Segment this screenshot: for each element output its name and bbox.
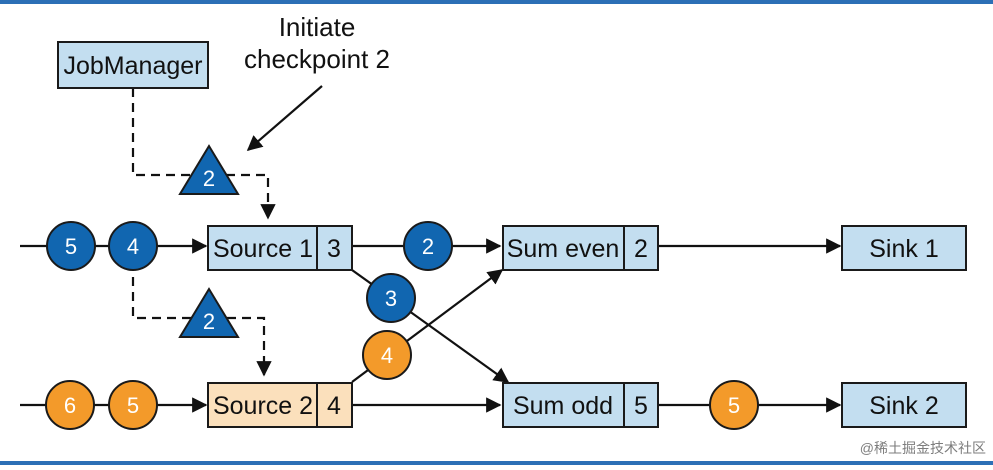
checkpoint-barrier-top: 2 bbox=[178, 144, 240, 195]
record-sum-odd-to-sink2: 5 bbox=[709, 380, 759, 430]
record-s2-to-sum-even: 4 bbox=[362, 330, 412, 380]
source2-node: Source 2 4 bbox=[207, 382, 353, 428]
sink1-label: Sink 1 bbox=[869, 235, 938, 263]
bottom-accent-bar bbox=[0, 461, 993, 465]
sink2-label: Sink 2 bbox=[869, 392, 938, 420]
source2-state: 4 bbox=[327, 392, 341, 420]
record-input2-b-value: 5 bbox=[127, 393, 139, 418]
sink1-node: Sink 1 bbox=[841, 225, 967, 271]
barrier-triangle-icon bbox=[178, 144, 240, 195]
sum-even-node: Sum even 2 bbox=[502, 225, 659, 271]
record-s2-to-sum-even-value: 4 bbox=[381, 343, 393, 368]
sum-odd-node: Sum odd 5 bbox=[502, 382, 659, 428]
record-input1-a-value: 5 bbox=[65, 234, 77, 259]
record-sum-odd-to-sink2-value: 5 bbox=[728, 393, 740, 418]
barrier-triangle-icon bbox=[178, 287, 240, 338]
source2-label: Source 2 bbox=[213, 392, 313, 420]
sum-even-label: Sum even bbox=[507, 235, 620, 263]
source2-rect bbox=[207, 382, 353, 428]
top-accent-bar bbox=[0, 0, 993, 4]
watermark-label: @稀土掘金技术社区 bbox=[860, 440, 986, 456]
record-input1-b-value: 4 bbox=[127, 234, 139, 259]
annotation-arrow bbox=[246, 85, 323, 152]
barrier-top-label: 2 bbox=[203, 166, 215, 191]
sum-odd-label: Sum odd bbox=[513, 392, 613, 420]
source1-node: Source 1 3 bbox=[207, 225, 353, 271]
job-manager-rect bbox=[57, 41, 209, 89]
barrier-bottom-label: 2 bbox=[203, 309, 215, 334]
job-manager-label: JobManager bbox=[64, 52, 203, 80]
sink1-rect bbox=[841, 225, 967, 271]
record-to-sum-even: 2 bbox=[403, 221, 453, 271]
sink2-rect bbox=[841, 382, 967, 428]
record-s1-to-sum-odd: 3 bbox=[366, 273, 416, 323]
record-to-sum-even-value: 2 bbox=[422, 234, 434, 259]
record-input2-b: 5 bbox=[108, 380, 158, 430]
annotation-line-1: Initiate bbox=[279, 12, 356, 42]
record-input2-a: 6 bbox=[45, 380, 95, 430]
source1-state: 3 bbox=[327, 235, 341, 263]
sink2-node: Sink 2 bbox=[841, 382, 967, 428]
sum-even-state: 2 bbox=[634, 235, 648, 263]
source1-label: Source 1 bbox=[213, 235, 313, 263]
annotation-line-2: checkpoint 2 bbox=[244, 44, 390, 74]
checkpoint-barrier-bottom: 2 bbox=[178, 287, 240, 338]
record-input1-b: 4 bbox=[108, 221, 158, 271]
job-manager-box: JobManager bbox=[57, 41, 209, 89]
record-input1-a: 5 bbox=[46, 221, 96, 271]
record-input2-a-value: 6 bbox=[64, 393, 76, 418]
sum-odd-rect bbox=[502, 382, 659, 428]
sum-even-rect bbox=[502, 225, 659, 271]
sum-odd-state: 5 bbox=[634, 392, 648, 420]
control-line-top bbox=[131, 88, 276, 220]
source1-rect bbox=[207, 225, 353, 271]
record-s1-to-sum-odd-value: 3 bbox=[385, 286, 397, 311]
